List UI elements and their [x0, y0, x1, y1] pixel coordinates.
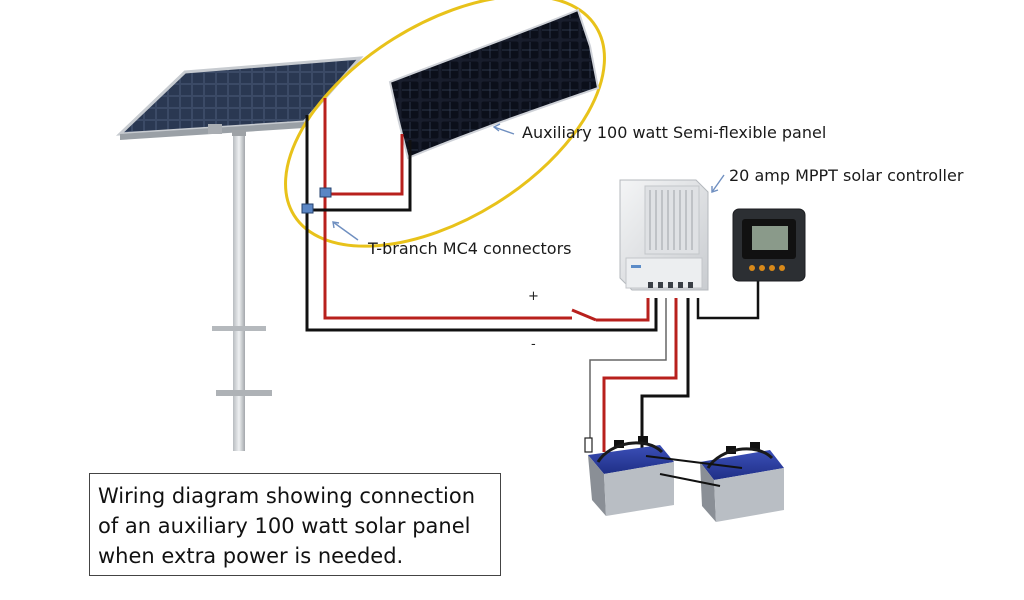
positive-sign: + — [528, 289, 539, 304]
wiring — [305, 98, 760, 470]
fuse-icon — [584, 437, 593, 453]
battery-icon — [700, 442, 784, 522]
remote-display-meter-icon — [732, 208, 806, 282]
mc4-connector-icon — [301, 203, 314, 214]
connectors-label: T-branch MC4 connectors — [368, 239, 572, 258]
caption-line-1: Wiring diagram showing connection — [98, 484, 476, 508]
battery-interconnect — [645, 455, 743, 487]
battery-icon — [588, 436, 674, 516]
pointer-arrows — [332, 123, 725, 241]
mppt-controller-icon — [619, 179, 709, 291]
mc4-connector-icon — [319, 187, 332, 198]
mounting-pole — [212, 130, 272, 451]
caption-box: Wiring diagram showing connection of an … — [89, 473, 501, 576]
caption-line-2: of an auxiliary 100 watt solar panel — [98, 514, 471, 538]
controller-label: 20 amp MPPT solar controller — [729, 166, 964, 185]
aux-panel-label: Auxiliary 100 watt Semi-flexible panel — [522, 123, 827, 142]
rigid-solar-panel-icon — [115, 56, 364, 140]
semi-flexible-panel-icon — [388, 8, 600, 160]
highlight-ellipse — [284, 0, 606, 248]
caption-line-3: when extra power is needed. — [98, 544, 404, 568]
negative-sign: - — [531, 337, 536, 352]
